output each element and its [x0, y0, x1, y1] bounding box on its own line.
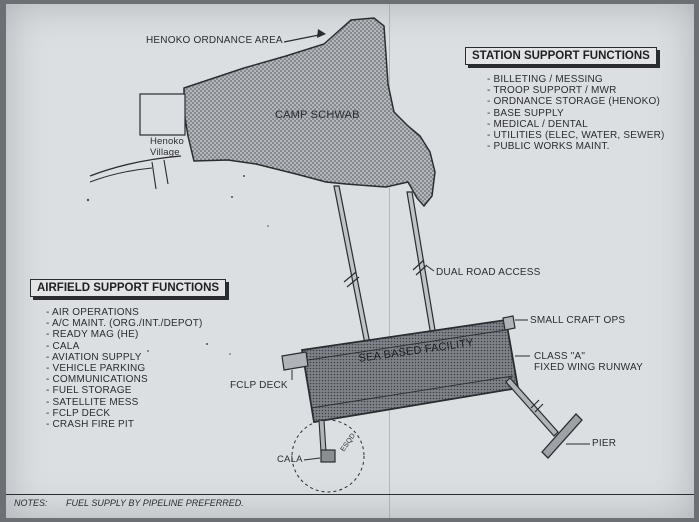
airfield-support-title: AIRFIELD SUPPORT FUNCTIONS	[30, 279, 227, 297]
list-item: MEDICAL / DENTAL	[487, 119, 665, 130]
list-item: FUEL STORAGE	[46, 385, 203, 396]
notes-label: NOTES:	[14, 498, 48, 508]
fclp-deck-label: FCLP DECK	[230, 380, 288, 391]
list-item: AIR OPERATIONS	[46, 307, 203, 318]
camp-schwab-label: CAMP SCHWAB	[275, 109, 360, 121]
list-item: CRASH FIRE PIT	[46, 419, 203, 430]
dual-road-right	[406, 191, 437, 337]
cala-label: CALA	[277, 454, 303, 465]
list-item: FCLP DECK	[46, 408, 203, 419]
list-item: ORDNANCE STORAGE (HENOKO)	[487, 96, 665, 107]
station-support-title: STATION SUPPORT FUNCTIONS	[465, 47, 657, 65]
facility-inner-edge-bottom	[310, 375, 514, 409]
station-support-list: BILLETING / MESSING TROOP SUPPORT / MWR …	[487, 74, 665, 152]
facility-inner-edge	[307, 329, 507, 361]
cala-connector	[318, 419, 327, 453]
notes-footer: NOTES: FUEL SUPPLY BY PIPELINE PREFERRED…	[14, 498, 260, 508]
list-item: CALA	[46, 341, 203, 352]
pier-break	[530, 399, 544, 413]
footer-divider	[6, 494, 694, 495]
list-item: BASE SUPPLY	[487, 108, 665, 119]
village-road-west	[89, 167, 153, 183]
sea-based-facility	[300, 318, 520, 424]
list-item: UTILITIES (ELEC, WATER, SEWER)	[487, 130, 665, 141]
list-item: TROOP SUPPORT / MWR	[487, 85, 665, 96]
coastline	[89, 155, 182, 177]
paper-fold	[389, 4, 390, 518]
small-craft-ops-label: SMALL CRAFT OPS	[530, 315, 626, 326]
dual-road-left	[333, 185, 371, 345]
diagram-sheet: HENOKO ORDNANCE AREA CAMP SCHWAB Henoko …	[6, 4, 694, 518]
airfield-support-list: AIR OPERATIONS A/C MAINT. (ORG./INT./DEP…	[46, 307, 203, 430]
henoko-village-building	[139, 93, 186, 136]
ordnance-area-label: HENOKO ORDNANCE AREA	[146, 35, 283, 46]
notes-text: FUEL SUPPLY BY PIPELINE PREFERRED.	[66, 498, 244, 508]
fclp-deck-strip	[281, 351, 309, 371]
list-item: COMMUNICATIONS	[46, 374, 203, 385]
ordnance-area-arrowhead	[317, 29, 326, 38]
list-item: AVIATION SUPPLY	[46, 352, 203, 363]
list-item: READY MAG (HE)	[46, 329, 203, 340]
village-road	[151, 159, 169, 190]
henoko-village-label: Henoko Village	[150, 136, 184, 158]
cala-leader	[303, 457, 321, 461]
road-break-left	[343, 271, 360, 288]
site-diagram	[86, 17, 590, 493]
pier-head	[541, 413, 583, 459]
road-break-right	[412, 259, 428, 276]
list-item: A/C MAINT. (ORG./INT./DEPOT)	[46, 318, 203, 329]
dual-road-leader	[426, 265, 435, 272]
small-craft-ops-dock	[502, 315, 516, 331]
list-item: PUBLIC WORKS MAINT.	[487, 141, 665, 152]
esqd-circle	[291, 419, 365, 493]
pier-label: PIER	[592, 438, 617, 449]
cala-box	[320, 449, 336, 463]
list-item: BILLETING / MESSING	[487, 74, 665, 85]
list-item: SATELLITE MESS	[46, 397, 203, 408]
runway-label: CLASS "A" FIXED WING RUNWAY	[534, 351, 643, 373]
camp-schwab-area	[183, 17, 436, 208]
dual-road-label: DUAL ROAD ACCESS	[436, 267, 541, 278]
list-item: VEHICLE PARKING	[46, 363, 203, 374]
